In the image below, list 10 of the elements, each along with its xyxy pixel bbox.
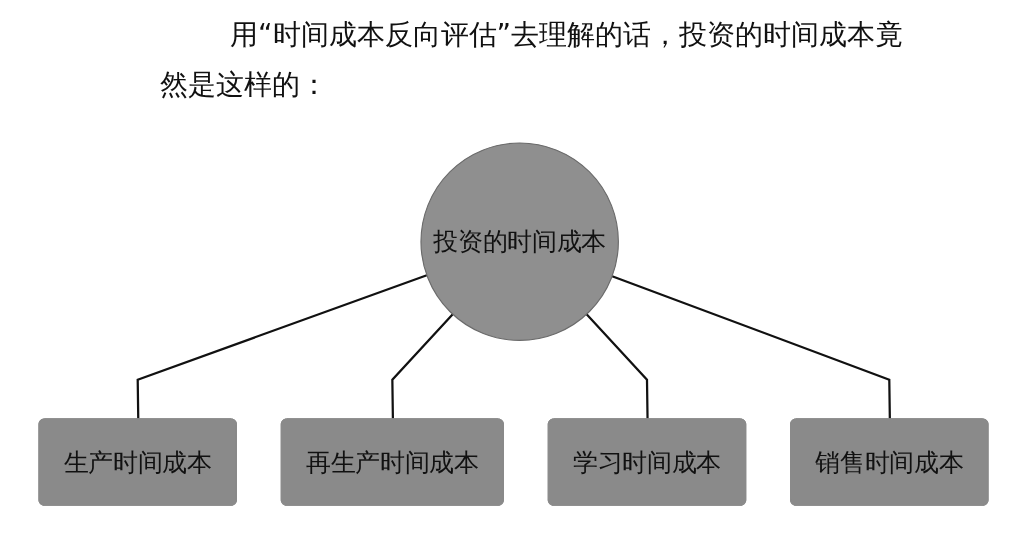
connector-line [585,313,649,420]
rounded-box: 生产时间成本 [38,418,237,506]
rounded-box: 学习时间成本 [547,418,747,506]
connector-line [391,313,454,420]
rounded-box: 销售时间成本 [790,418,989,506]
circle-node: 投资的时间成本 [420,142,619,341]
title: 用“时间成本反向评估”去理解的话，投资的时间成本竟然是这样的： [160,17,904,103]
connector-line [611,275,891,420]
rounded-box: 再生产时间成本 [280,418,504,506]
connector-line [136,274,428,420]
